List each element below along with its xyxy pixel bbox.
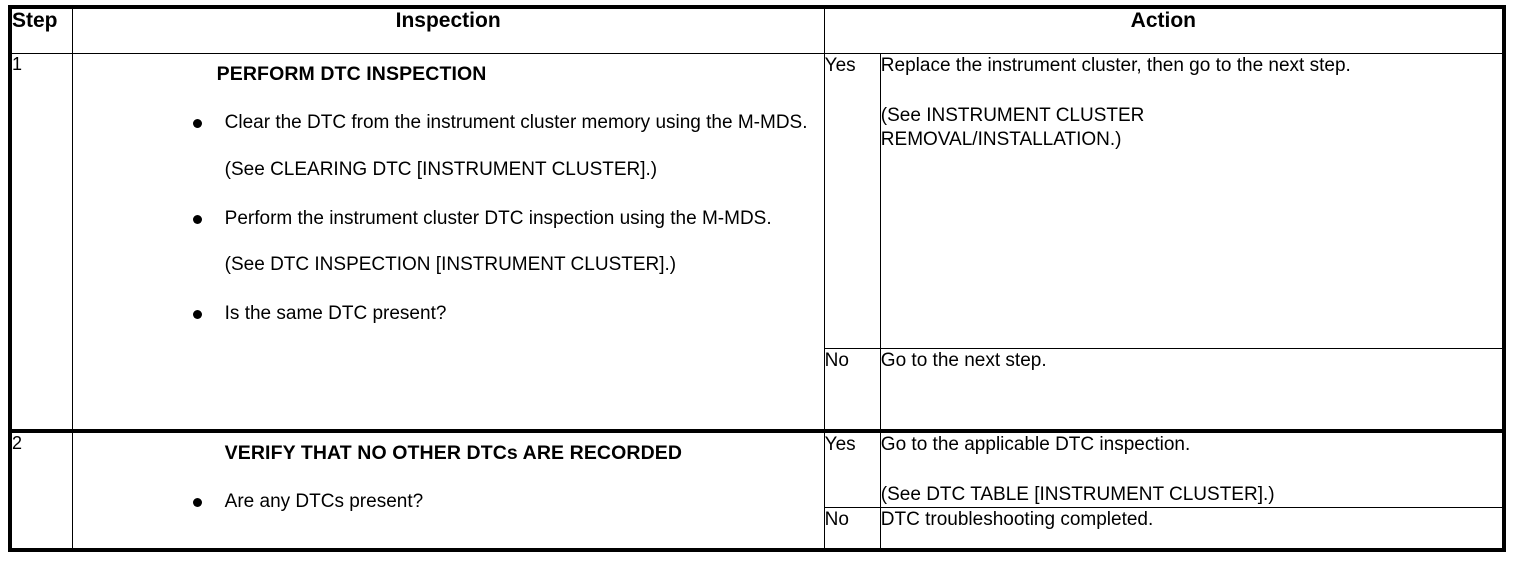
list-item: Clear the DTC from the instrument cluste… (73, 111, 824, 136)
table-header: Step Inspection Action (9, 6, 1505, 54)
list-item: Perform the instrument cluster DTC inspe… (73, 207, 824, 232)
bullet-reference-note: (See CLEARING DTC [INSTRUMENT CLUSTER].) (224, 159, 658, 181)
table-body: 1 PERFORM DTC INSPECTION Clear the DTC f… (9, 53, 1505, 551)
bullet-text: Is the same DTC present? (224, 303, 447, 325)
answer-label-yes-1: Yes (823, 53, 881, 349)
bullet-text: Are any DTCs present? (224, 491, 424, 513)
action-primary-text: Go to the applicable DTC inspection. (880, 434, 1191, 455)
bullet-dot-icon (192, 119, 202, 129)
step-number-1: 1 (9, 53, 73, 432)
inspection-cell-2: VERIFY THAT NO OTHER DTCs ARE RECORDED A… (71, 428, 825, 551)
action-primary-text: DTC troubleshooting completed. (880, 509, 1154, 531)
bullet-reference-note: (See DTC INSPECTION [INSTRUMENT CLUSTER]… (224, 254, 677, 276)
action-cell-1-yes: Replace the instrument cluster, then go … (879, 53, 1505, 349)
answer-label-no-1: No (823, 348, 881, 432)
table-row: 2 VERIFY THAT NO OTHER DTCs ARE RECORDED… (9, 428, 1505, 551)
action-primary-text: Go to the next step. (880, 350, 1047, 371)
dtc-troubleshooting-table: Step Inspection Action 1 PERFORM DTC INS… (8, 5, 1506, 553)
inspection-bullets-1: Clear the DTC from the instrument cluste… (73, 111, 824, 326)
action-reference-note: (See INSTRUMENT CLUSTER REMOVAL/INSTALLA… (880, 104, 1145, 151)
inspection-title-2: VERIFY THAT NO OTHER DTCs ARE RECORDED (224, 442, 683, 464)
action-primary-text: Replace the instrument cluster, then go … (880, 55, 1351, 76)
list-item: Is the same DTC present? (73, 302, 824, 327)
bullet-dot-icon (192, 310, 202, 320)
inspection-title-1: PERFORM DTC INSPECTION (216, 63, 487, 85)
column-header-step: Step (9, 6, 73, 54)
bullet-text: Clear the DTC from the instrument cluste… (224, 112, 808, 134)
step-number-2: 2 (9, 428, 73, 551)
list-item: Are any DTCs present? (73, 490, 824, 515)
action-cell-1-no: Go to the next step. (879, 348, 1505, 432)
column-header-action: Action (823, 6, 1505, 54)
table-row: No Go to the next step. (10, 348, 1505, 432)
action-cell-2-yes: Go to the applicable DTC inspection. (Se… (879, 429, 1505, 509)
header-row: Step Inspection Action (9, 6, 1505, 54)
column-header-inspection: Inspection (71, 6, 825, 54)
bullet-dot-icon (192, 498, 202, 508)
table-row: No DTC troubleshooting completed. (10, 507, 1505, 551)
bullet-text: Perform the instrument cluster DTC inspe… (224, 207, 772, 229)
action-cell-2-no: DTC troubleshooting completed. (879, 507, 1505, 551)
answer-label-no-2: No (823, 507, 881, 551)
action-reference-note: (See DTC TABLE [INSTRUMENT CLUSTER].) (880, 483, 1275, 505)
inspection-cell-1: PERFORM DTC INSPECTION Clear the DTC fro… (71, 53, 825, 432)
inspection-bullets-2: Are any DTCs present? (73, 490, 824, 515)
answer-label-yes-2: Yes (823, 429, 881, 509)
table-row: 1 PERFORM DTC INSPECTION Clear the DTC f… (9, 53, 1505, 432)
bullet-dot-icon (192, 214, 202, 224)
